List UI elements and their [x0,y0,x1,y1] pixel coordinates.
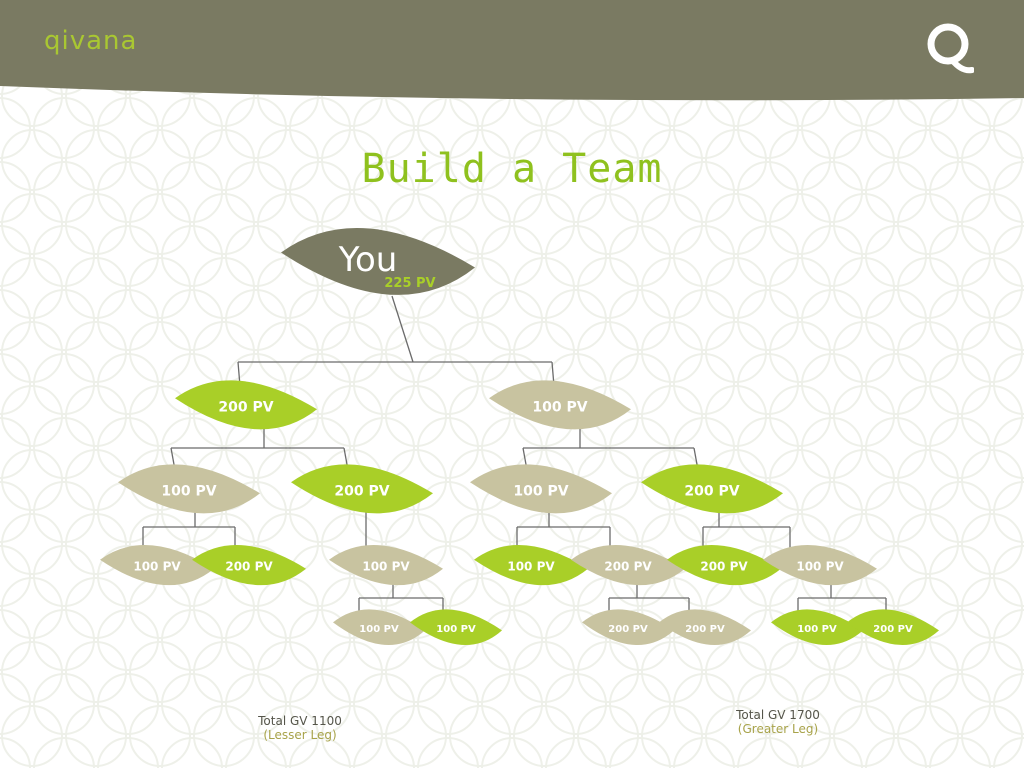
root-label: You [338,240,398,280]
node-label: 200 PV [685,624,725,635]
tree-node: 200 PV [641,464,783,514]
node-shape [571,545,685,586]
node-label: 100 PV [359,624,399,635]
node-shape [281,228,475,295]
node-label: 100 PV [513,483,568,499]
node-label: 100 PV [507,560,555,574]
node-shape [474,545,588,586]
tree-node: 100 PV [771,609,863,646]
lesser-leg-label: (Lesser Leg) [263,728,337,742]
node-label: 100 PV [796,560,844,574]
node-label: 100 PV [532,399,587,415]
node-label: 200 PV [700,560,748,574]
node-shape [192,545,306,586]
node-label: 200 PV [218,399,273,415]
node-label: 200 PV [873,624,913,635]
connector-line [391,295,414,363]
node-shape [329,545,443,586]
node-shape [100,545,214,586]
node-shape [410,609,502,646]
node-shape [582,609,674,646]
node-shape [291,464,433,514]
node-shape [489,380,631,430]
tree-node: 200 PV [659,609,751,646]
node-label: 100 PV [436,624,476,635]
root-pv: 225 PV [384,276,435,291]
lesser-leg-gv: Total GV 1100 [258,714,342,728]
tree-node: 100 PV [470,464,612,514]
tree-node: 100 PV [118,464,260,514]
tree-node: 100 PV [100,545,214,586]
greater-leg-total: Total GV 1700 (Greater Leg) [708,708,848,736]
tree-node: 200 PV [847,609,939,646]
node-shape [470,464,612,514]
tree-node: 100 PV [763,545,877,586]
header-bar [0,0,1024,101]
brand-logo: qivana [44,26,138,56]
tree-node: 200 PV [667,545,781,586]
tree-node: 100 PV [474,545,588,586]
tree-node: 100 PV [333,609,425,646]
tree-node: 200 PV [571,545,685,586]
page-title: Build a Team [361,146,663,192]
tree-node: 100 PV [410,609,502,646]
node-shape [333,609,425,646]
node-shape [771,609,863,646]
node-label: 200 PV [608,624,648,635]
node-label: 200 PV [334,483,389,499]
node-label: 100 PV [161,483,216,499]
greater-leg-gv: Total GV 1700 [736,708,820,722]
node-shape [667,545,781,586]
tree-node: 100 PV [329,545,443,586]
tree-node: 100 PV [489,380,631,430]
node-label: 200 PV [604,560,652,574]
node-label: 100 PV [133,560,181,574]
tree-node: 200 PV [175,380,317,430]
node-shape [763,545,877,586]
greater-leg-label: (Greater Leg) [737,722,819,736]
node-shape [175,380,317,430]
node-label: 100 PV [362,560,410,574]
tree-node: 200 PV [291,464,433,514]
tree-node: 200 PV [582,609,674,646]
node-label: 200 PV [225,560,273,574]
node-label: 200 PV [684,483,739,499]
node-shape [847,609,939,646]
tree-node: 200 PV [192,545,306,586]
q-logo-icon [927,23,974,74]
node-shape [659,609,751,646]
node-label: 100 PV [797,624,837,635]
node-shape [641,464,783,514]
node-shape [118,464,260,514]
lesser-leg-total: Total GV 1100 (Lesser Leg) [230,714,370,742]
